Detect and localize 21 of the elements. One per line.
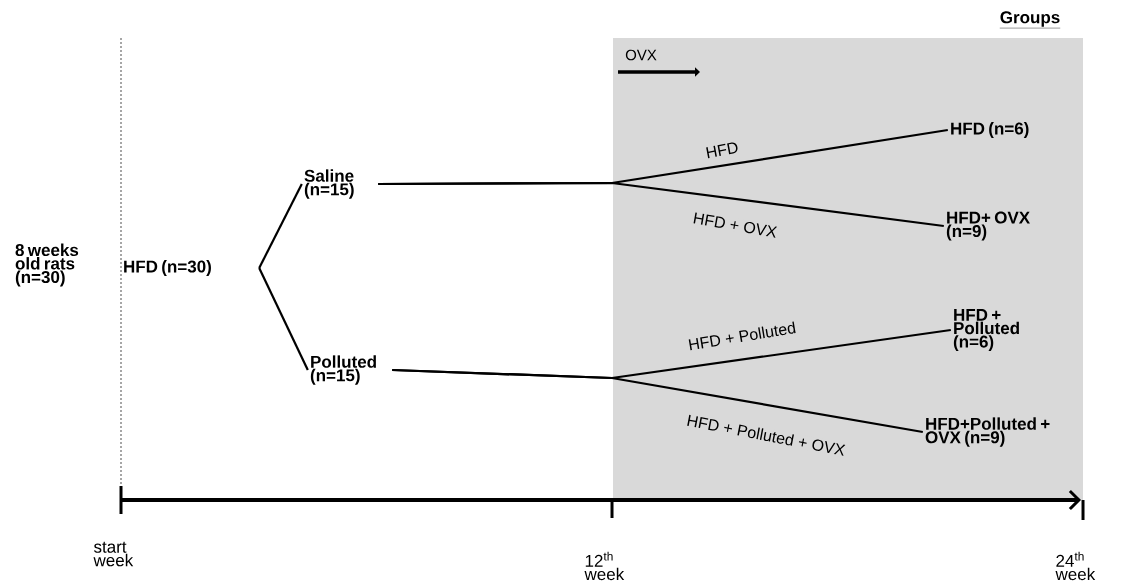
group-label: HFD+ OVX (n=9) (946, 211, 1030, 241)
subject-label: 8 weeks old rats (n=30) (15, 243, 79, 287)
edge-label: HFD (703, 140, 741, 160)
group-label: Polluted (n=15) (310, 355, 376, 385)
branch-line (392, 368, 923, 434)
time-label: 12$^{th}$ week (584, 551, 625, 581)
group-label: HFD (n=30) (124, 260, 211, 276)
branch-line (258, 183, 303, 269)
time-label: 24$^{th}$ week (1055, 551, 1096, 581)
group-label: Saline (n=15) (304, 169, 354, 199)
group-label: HFD + Polluted (n=6) (953, 309, 1019, 351)
edge-label: HFD + Polluted + OVX (684, 412, 848, 458)
period-label: OVX (625, 49, 657, 61)
time-label: start week (93, 541, 134, 567)
edge-label: HFD + OVX (691, 210, 779, 240)
edge-label: HFD + Polluted (686, 320, 798, 352)
heading: Groups (999, 11, 1061, 29)
branch-line (258, 267, 309, 371)
branch-line (378, 181, 944, 228)
group-label: HFD (n=6) (951, 122, 1029, 138)
group-label: HFD+Polluted + OVX (n=9) (925, 417, 1050, 447)
